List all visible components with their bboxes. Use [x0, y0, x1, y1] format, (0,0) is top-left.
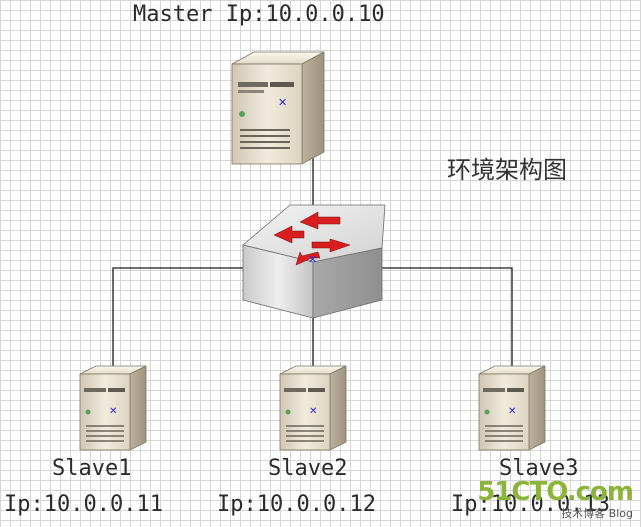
slave1-ip-label: Ip:10.0.0.11 — [4, 492, 163, 517]
slave2-port-marker: ✕ — [309, 406, 317, 417]
switch-port-marker: ✕ — [308, 253, 317, 266]
master-server-icon — [231, 51, 325, 165]
slave2-server-icon — [279, 365, 347, 451]
slave3-server-icon — [478, 365, 546, 451]
slave1-server-icon — [79, 365, 147, 451]
slave3-ip-label: Ip:10.0.0.13 — [451, 492, 610, 517]
watermark-logo: 51CTO.com — [477, 477, 634, 507]
diagram-title: 环境架构图 — [447, 156, 567, 184]
switch-to-slave1-link — [112, 267, 245, 410]
slave3-name-label: Slave3 — [499, 456, 579, 481]
master-port-marker: ✕ — [278, 96, 287, 109]
slave3-port-marker: ✕ — [508, 406, 516, 417]
slave2-ip-label: Ip:10.0.0.12 — [217, 492, 376, 517]
site-watermark: 51CTO.com 技术博客 Blog — [477, 477, 634, 521]
slave2-name-label: Slave2 — [268, 456, 348, 481]
master-ip-label: Master Ip:10.0.0.10 — [133, 2, 385, 27]
switch-to-slave3-link — [382, 267, 513, 410]
switch-icon — [242, 204, 386, 319]
slave1-port-marker: ✕ — [109, 406, 117, 417]
watermark-subtitle: 技术博客 Blog — [561, 507, 633, 520]
slave1-name-label: Slave1 — [52, 456, 132, 481]
